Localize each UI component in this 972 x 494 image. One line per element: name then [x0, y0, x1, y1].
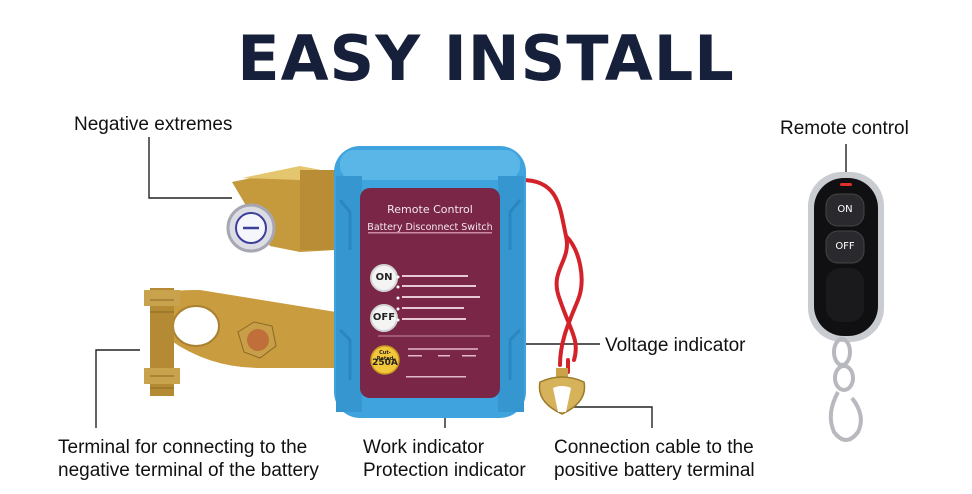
device-body	[334, 146, 526, 418]
device-heading-2: Battery Disconnect Switch	[367, 222, 493, 233]
label-terminal-line1: Terminal for connecting to the	[58, 437, 308, 458]
label-protection-indicator: Protection indicator	[363, 460, 526, 481]
device-rating: 250A	[372, 358, 398, 368]
label-remote-control: Remote control	[780, 118, 909, 139]
negative-clamp-top	[226, 166, 336, 253]
label-terminal-line2: negative terminal of the battery	[58, 460, 319, 481]
device-off-button[interactable]: OFF	[372, 312, 396, 323]
remote-fob	[808, 172, 884, 442]
label-cable-line1: Connection cable to the	[554, 437, 754, 458]
callout-line-cable	[572, 406, 653, 428]
fob-off-button[interactable]: OFF	[835, 241, 855, 252]
ring-terminal	[538, 368, 586, 415]
terminal-clamp	[144, 288, 336, 396]
label-work-indicator: Work indicator	[363, 437, 485, 458]
label-cable-line2: positive battery terminal	[554, 460, 755, 481]
label-negative-extremes: Negative extremes	[74, 114, 233, 135]
device-heading-1: Remote Control	[387, 203, 473, 216]
positive-cable	[520, 178, 584, 374]
callout-line-terminal	[95, 349, 140, 428]
device-on-button[interactable]: ON	[375, 272, 393, 283]
label-voltage-indicator: Voltage indicator	[605, 335, 746, 356]
fob-on-button[interactable]: ON	[837, 204, 853, 215]
page-title: EASY INSTALL	[237, 22, 735, 95]
callout-line-negative	[148, 137, 232, 199]
device-rating-small: Cut-Rated	[376, 350, 394, 362]
